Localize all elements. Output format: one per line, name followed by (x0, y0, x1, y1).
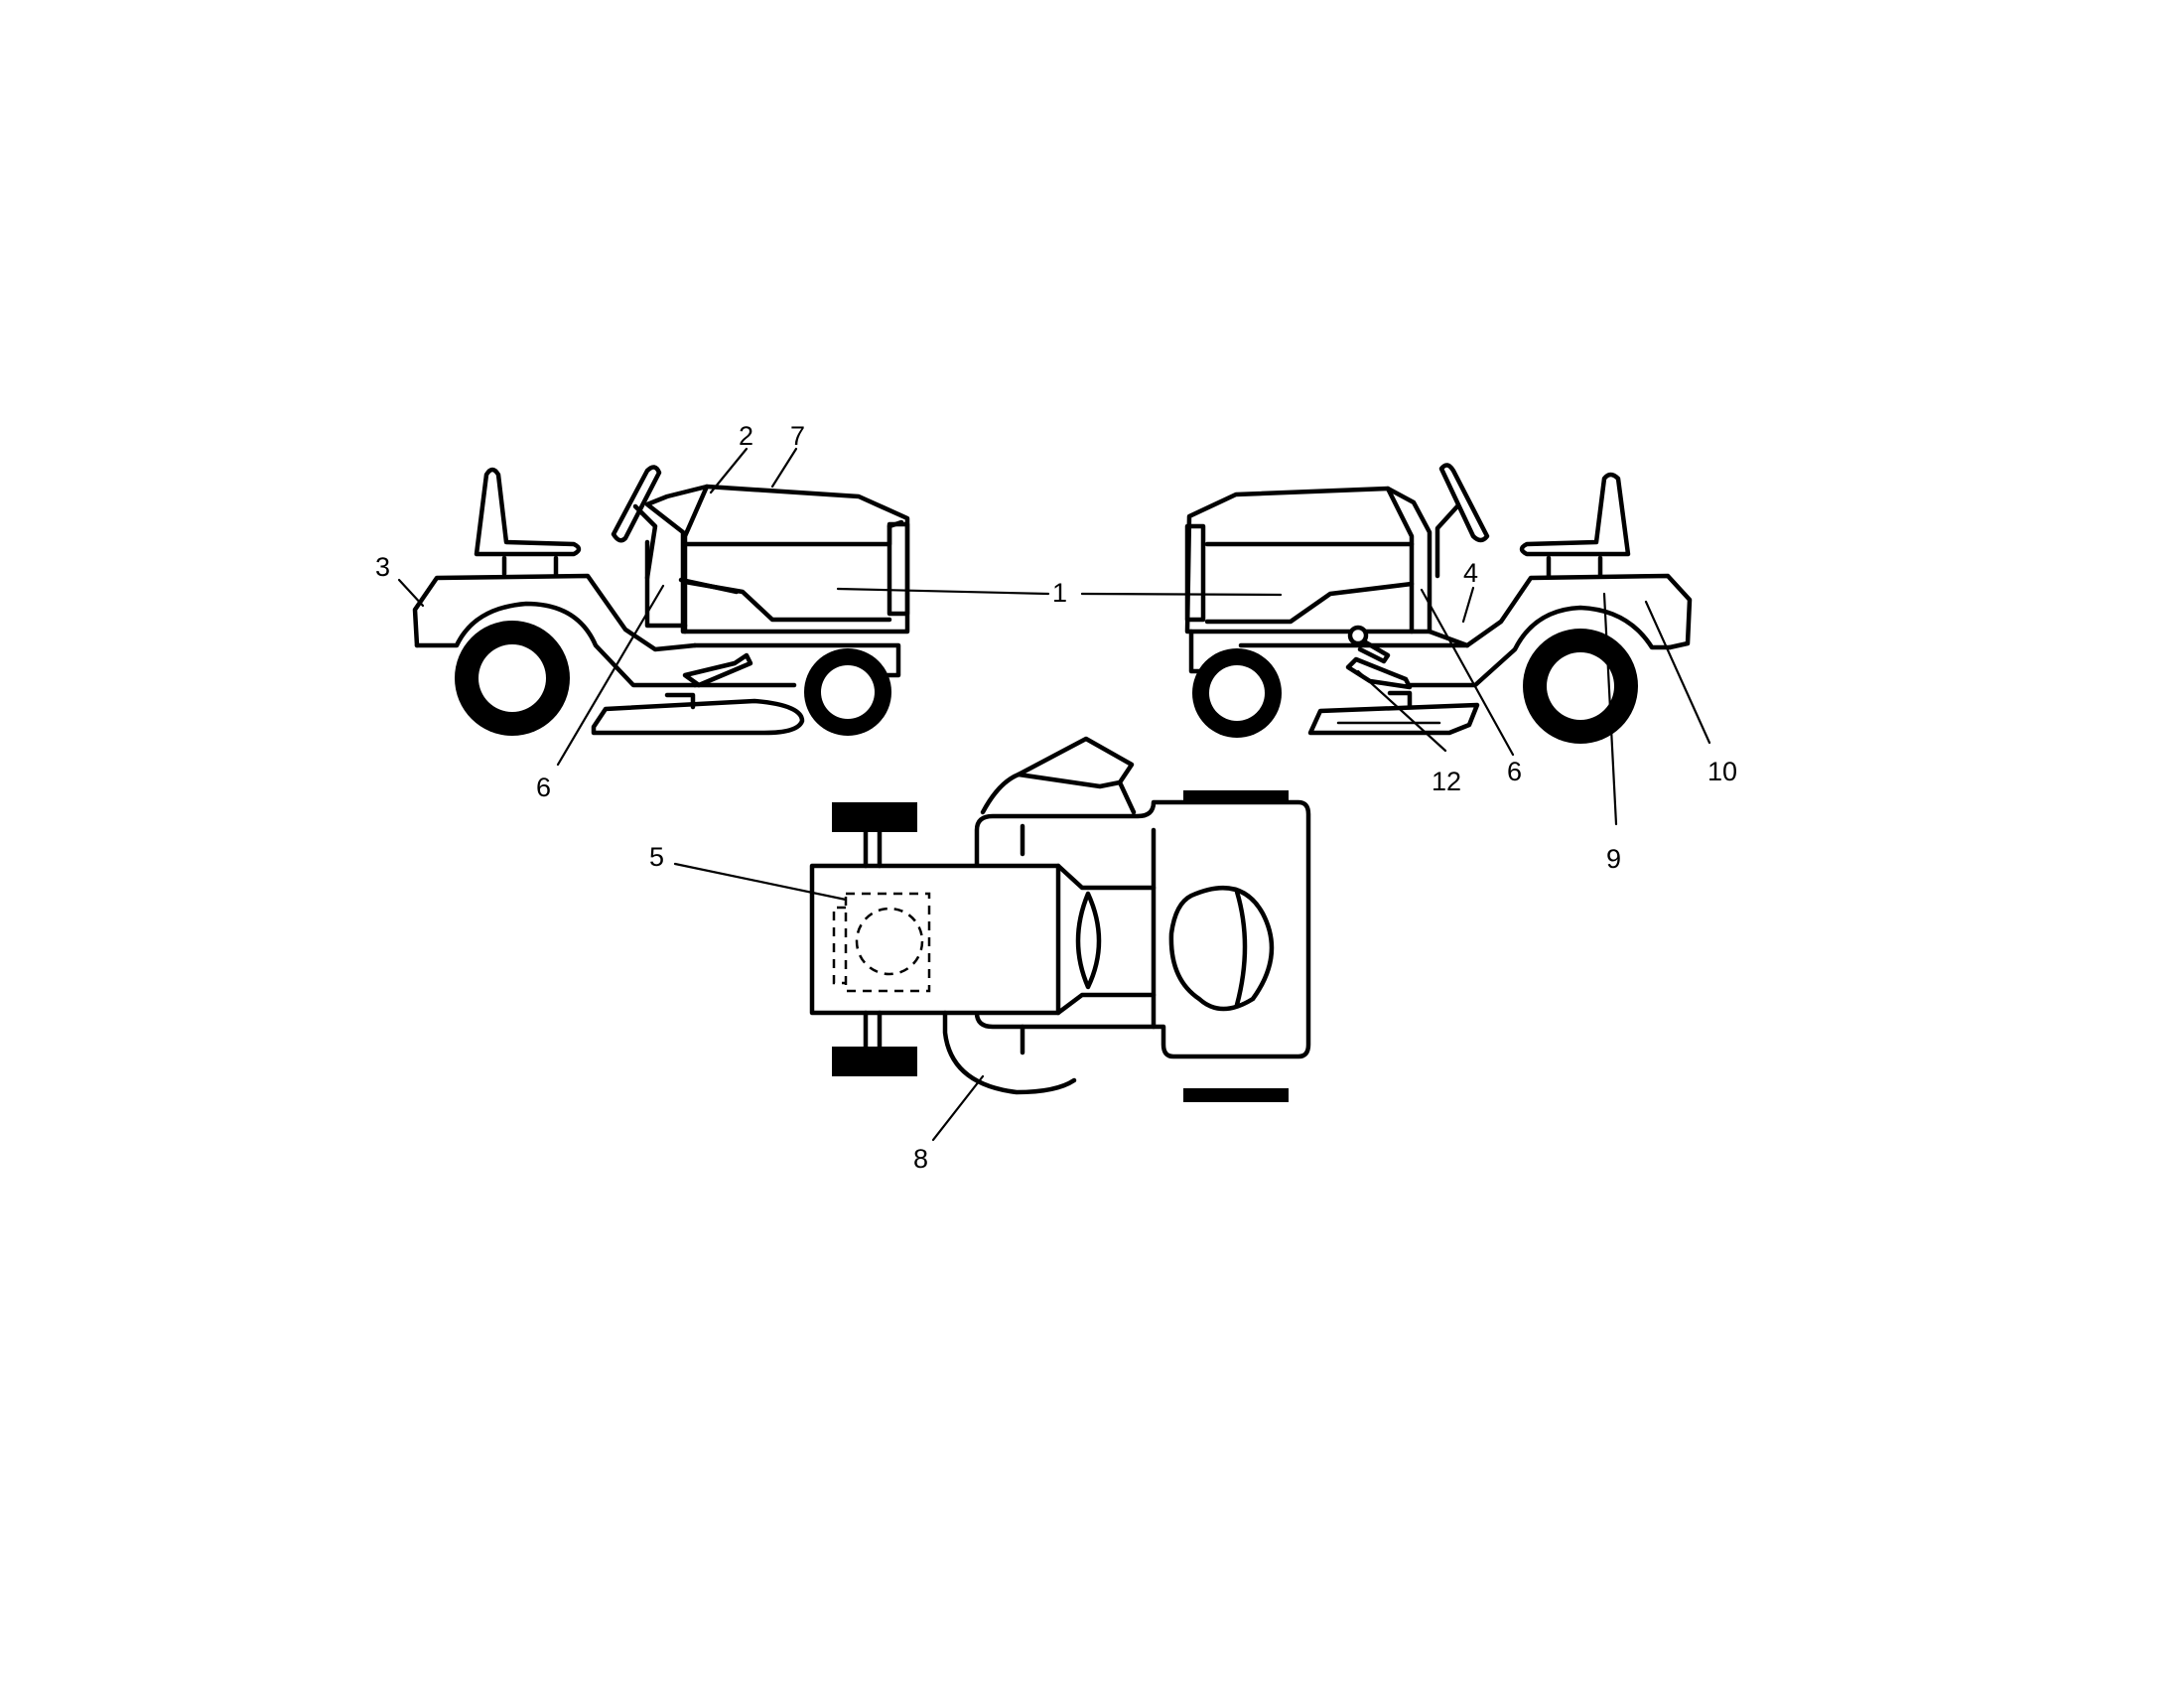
callout-6-right: 6 (1507, 757, 1522, 786)
rear-tire-top-lower (1183, 1088, 1289, 1102)
lever-knob-right (1347, 625, 1369, 646)
front-tire-top-upper (832, 802, 917, 832)
engine-location-dashed (844, 892, 931, 993)
callout-1: 1 (1052, 578, 1067, 608)
tractor-right-side-view (1184, 463, 1693, 744)
callout-12: 12 (1432, 767, 1461, 796)
dash-shroud-top (980, 736, 1137, 815)
pedal-left (682, 652, 753, 688)
seat-left (474, 467, 582, 557)
callout-4: 4 (1463, 558, 1478, 588)
seat-right (1519, 472, 1631, 557)
callout-8: 8 (913, 1144, 928, 1174)
steering-wheel-right (1438, 463, 1490, 543)
callout-9: 9 (1606, 844, 1621, 874)
pedal-right (1345, 656, 1413, 690)
callout-10: 10 (1707, 757, 1737, 786)
callout-6-left: 6 (536, 773, 551, 802)
rear-tire-top-upper (1183, 790, 1289, 804)
seat-top (1168, 886, 1275, 1012)
hood-right (1184, 486, 1433, 634)
callout-7: 7 (790, 421, 805, 451)
rear-fender-right (1464, 573, 1693, 650)
callout-labels: 1 2 3 4 5 6 6 7 8 9 10 12 (375, 421, 1737, 1174)
mower-deck-left (591, 698, 805, 736)
mower-deck-right (1307, 702, 1480, 736)
steering-wheel-left (611, 465, 662, 543)
front-tire-top-lower (832, 1047, 917, 1076)
rear-fender-left (412, 573, 698, 652)
tractor-left-side-view (412, 465, 910, 736)
grille-right (1184, 523, 1206, 623)
callout-3: 3 (375, 552, 390, 582)
mower-deck-top (942, 1010, 1077, 1095)
tractor-top-view (809, 736, 1311, 1102)
grille-left (887, 521, 910, 617)
rear-body-top (974, 799, 1311, 1059)
leader-lines (397, 447, 1711, 1142)
callout-2: 2 (739, 421, 753, 451)
callout-5: 5 (649, 842, 664, 872)
